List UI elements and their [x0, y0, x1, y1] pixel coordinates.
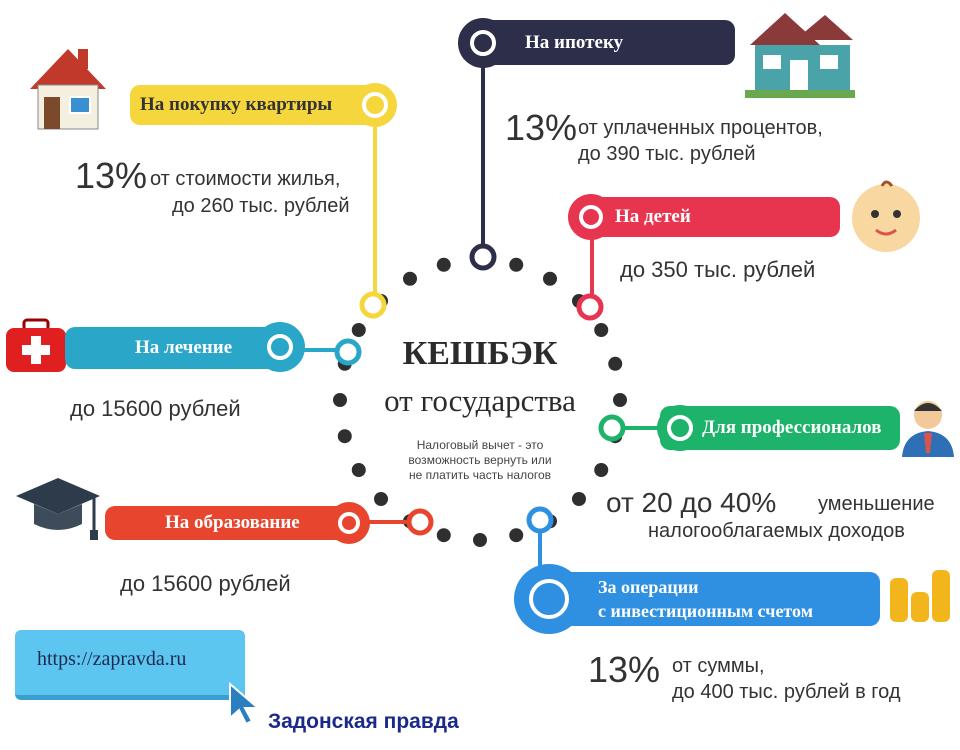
ring-dot [509, 257, 524, 272]
center-note: Налоговый вычет - это возможность вернут… [380, 438, 580, 483]
ring-dot [473, 533, 487, 547]
pill-apartment: На покупку квартиры [130, 85, 380, 125]
ring-icon [255, 322, 305, 372]
label-investment: За операции [598, 577, 699, 597]
ring-dot [594, 463, 609, 477]
baby-face-icon [852, 180, 920, 252]
text-investment: от суммы, [672, 655, 765, 677]
ring-dot [509, 528, 524, 543]
coins-icon [890, 570, 950, 622]
center-subtitle: от государства [384, 383, 576, 418]
note-line: не платить часть налогов [408, 468, 552, 482]
ring-dot [613, 393, 627, 407]
professional-person-icon [902, 401, 954, 457]
text-professionals: уменьшение [818, 493, 935, 515]
ring-dot [571, 491, 586, 506]
cottage-icon [745, 13, 855, 98]
node-professionals [598, 414, 626, 442]
pct-apartment: 13% [75, 155, 148, 196]
note-line: возможность вернуть или [408, 453, 552, 467]
label-professionals: Для профессионалов [702, 417, 882, 438]
brand-name: Задонская правда [268, 710, 459, 733]
ring-dot [351, 323, 366, 337]
ring-icon [328, 502, 370, 544]
pct-professionals: от 20 до 40% [606, 487, 777, 518]
label-education: На образование [165, 512, 300, 533]
node-apartment [359, 291, 387, 319]
pill-mortgage: На ипотеку [470, 20, 735, 65]
ring-dot [374, 491, 389, 506]
text-apartment: до 260 тыс. рублей [172, 195, 350, 217]
label-treatment: На лечение [135, 337, 233, 358]
house-icon [30, 49, 106, 130]
text-mortgage: до 390 тыс. рублей [578, 143, 756, 165]
url-box[interactable]: https://zapravda.ru [15, 630, 245, 700]
text-children: до 350 тыс. рублей [620, 257, 816, 282]
label-investment: с инвестиционным счетом [598, 601, 813, 621]
ring-icon [657, 405, 703, 451]
ring-icon [568, 194, 614, 240]
text-professionals: налогооблагаемых доходов [648, 520, 905, 542]
node-children [576, 293, 604, 321]
url-text[interactable]: https://zapravda.ru [37, 648, 187, 670]
ring-icon [353, 83, 397, 127]
ring-dot [436, 528, 451, 543]
text-investment: до 400 тыс. рублей в год [672, 681, 901, 703]
node-mortgage [469, 243, 497, 271]
ring-dot [351, 463, 366, 477]
pct-investment: 13% [588, 649, 661, 690]
ring-icon [458, 18, 508, 68]
label-mortgage: На ипотеку [525, 31, 624, 53]
ring-dot [594, 323, 609, 337]
pill-education: На образование [105, 506, 360, 540]
ring-dot [333, 393, 347, 407]
pct-mortgage: 13% [505, 107, 578, 148]
pill-investment: За операции с инвестиционным счетом [548, 572, 880, 626]
ring-dot [403, 271, 417, 286]
node-education [406, 508, 434, 536]
text-treatment: до 15600 рублей [70, 396, 241, 421]
ring-dot [608, 356, 623, 371]
ring-dot [436, 257, 451, 272]
text-education: до 15600 рублей [120, 571, 291, 596]
ring-dot [543, 271, 557, 286]
center-title: КЕШБЭК [402, 335, 558, 372]
graduation-cap-icon [16, 478, 100, 540]
label-children: На детей [615, 206, 691, 227]
node-treatment [334, 338, 362, 366]
note-line: Налоговый вычет - это [416, 438, 544, 452]
first-aid-kit-icon [6, 318, 66, 372]
ring-dot [337, 429, 352, 444]
node-investment [526, 506, 554, 534]
ring-icon [514, 564, 584, 634]
pill-children: На детей [575, 197, 840, 237]
label-apartment: На покупку квартиры [140, 94, 333, 115]
text-apartment: от стоимости жилья, [150, 168, 341, 190]
text-mortgage: от уплаченных процентов, [578, 117, 823, 139]
cursor-arrow-icon [229, 682, 261, 726]
